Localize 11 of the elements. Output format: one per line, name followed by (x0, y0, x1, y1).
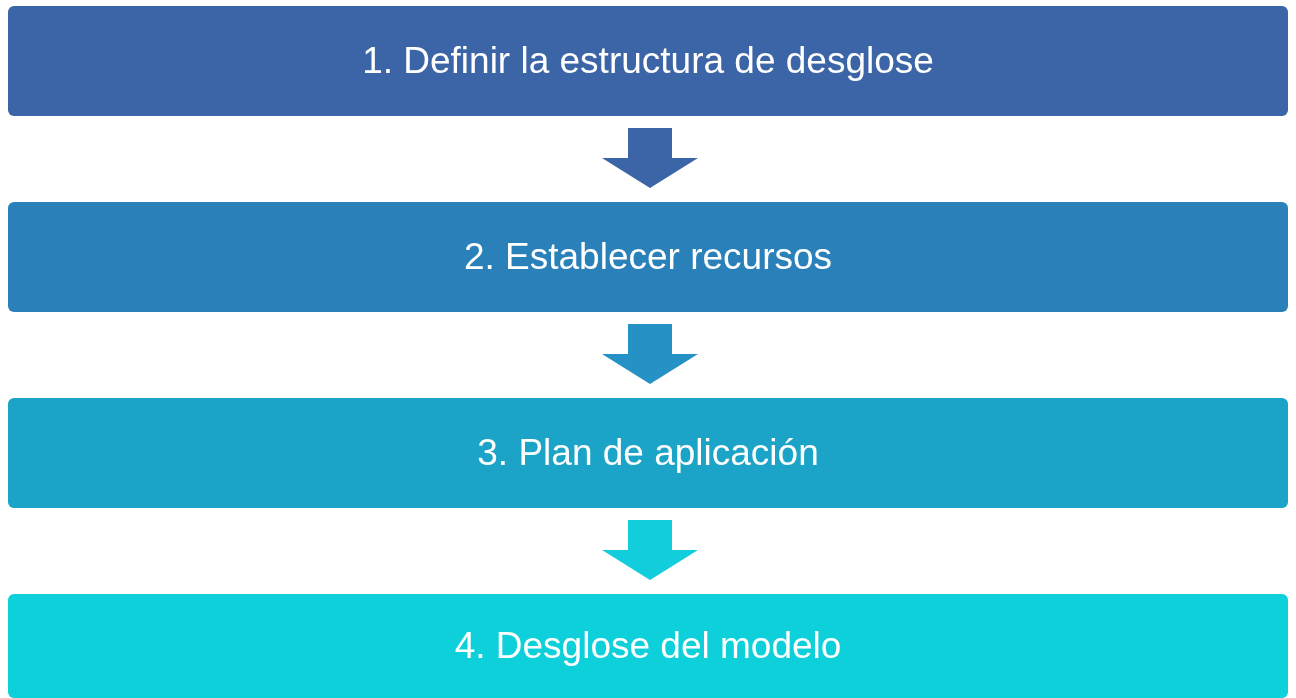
process-box (8, 398, 1288, 508)
process-box (8, 6, 1288, 116)
down-arrow (602, 520, 698, 580)
process-box (8, 594, 1288, 698)
step-label: 1. Definir la estructura de desglose (362, 38, 934, 83)
down-arrow (602, 128, 698, 188)
step-label: 3. Plan de aplicación (477, 430, 819, 475)
down-arrow (602, 324, 698, 384)
step-label: 4. Desglose del modelo (454, 623, 842, 668)
step-label: 2. Establecer recursos (463, 234, 833, 279)
process-box (8, 202, 1288, 312)
